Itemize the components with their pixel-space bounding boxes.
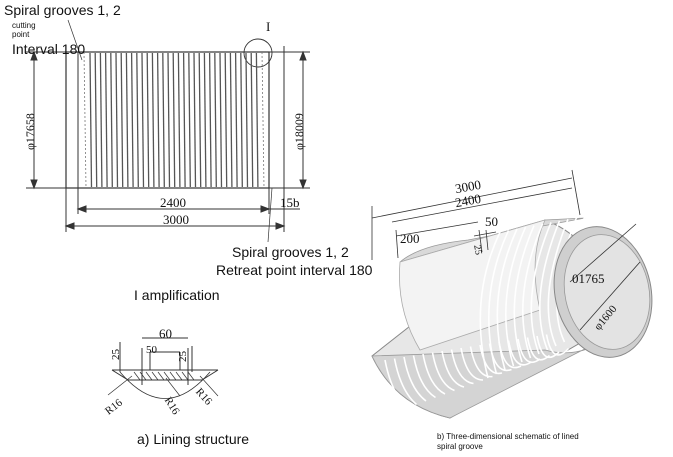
groove-ring [393,358,418,406]
groove-line [130,52,134,188]
groove-line [182,52,186,188]
groove-line [151,52,155,188]
groove-line [115,52,119,188]
groove-ring [522,223,544,359]
groove-ring [517,338,541,364]
groove-ring [496,228,518,371]
groove-line [188,52,191,188]
groove-line [89,52,93,188]
groove-line [203,52,207,188]
lining-structure-caption: a) Lining structure [137,431,250,447]
cylinder-3d [371,215,653,419]
detail-dim-60: 60 [159,326,172,341]
groove-ring [530,222,552,355]
groove-line [245,52,249,188]
schematic-caption-line1: b) Three-dimensional schematic of lined [437,432,579,441]
groove-line [172,52,176,188]
groove-ring [505,226,527,367]
groove-line [120,52,124,188]
groove-ring [460,347,484,381]
detail-dim-25-right: 25 [177,351,189,362]
groove-ring [403,356,427,402]
groove-line [208,52,212,188]
groove-line [94,52,98,188]
groove-ring [412,355,436,399]
detail-dim-25-left: 25 [110,349,122,360]
groove-ring [450,349,474,385]
detail-dim-50: 50 [146,344,157,356]
schematic-dim-01765: 01765 [572,271,605,286]
spiral-grooves-bottom-label: Spiral grooves 1, 2 [232,244,349,260]
groove-line [99,52,103,188]
length-inner-dim: 2400 [160,195,186,210]
interval-label: Interval 180 [12,41,86,57]
groove-line [229,52,233,188]
schematic-dim-25: 25 [471,244,484,256]
groove-line [224,52,228,188]
groove-line [234,52,238,188]
groove-ring [513,225,535,363]
groove-line [167,52,171,188]
groove-ring [498,341,522,369]
groove-ring [507,340,531,366]
end-dim: 15b [280,195,300,210]
groove-line [219,52,223,188]
groove-ring [469,346,493,378]
groove-ring [488,343,512,372]
groove-ring [384,359,408,409]
groove-ring [545,334,570,356]
groove-line [193,52,197,188]
groove-ring [441,350,465,388]
spiral-grooves [89,52,259,188]
cutting-point-label: cutting point [12,21,36,39]
groove-line [250,52,254,188]
groove-line [156,52,160,188]
groove-line [146,52,150,188]
right-diameter-dim: φ18009 [292,113,306,150]
groove-line [214,52,217,188]
detail-title: I amplification [134,287,220,303]
cylinder-flange [268,51,285,189]
schematic-dim-200: 200 [400,231,420,246]
left-diameter-dim: φ17658 [23,113,37,150]
detail-drawing [107,337,219,399]
groove-line [104,52,108,188]
length-total-dim: 3000 [163,212,189,227]
groove-line [136,52,139,188]
groove-line [162,52,165,188]
detail-marker: I [266,19,271,34]
groove-line [110,52,113,188]
detail-circle [243,38,273,68]
groove-line [255,52,259,188]
groove-ring [479,344,503,375]
groove-line [240,52,243,188]
groove-ring [547,218,569,347]
schematic-dim-50: 50 [485,214,498,229]
groove-ring [431,352,455,392]
groove-line [177,52,181,188]
schematic-caption-line2: spiral groove [437,442,483,451]
spiral-grooves-label: Spiral grooves 1, 2 [4,2,121,18]
groove-line [141,52,145,188]
groove-ring [539,220,561,351]
groove-line [198,52,202,188]
schematic-dimensions [371,169,641,331]
retreat-point-label: Retreat point interval 180 [216,262,373,278]
groove-line [125,52,129,188]
groove-ring [422,353,446,395]
